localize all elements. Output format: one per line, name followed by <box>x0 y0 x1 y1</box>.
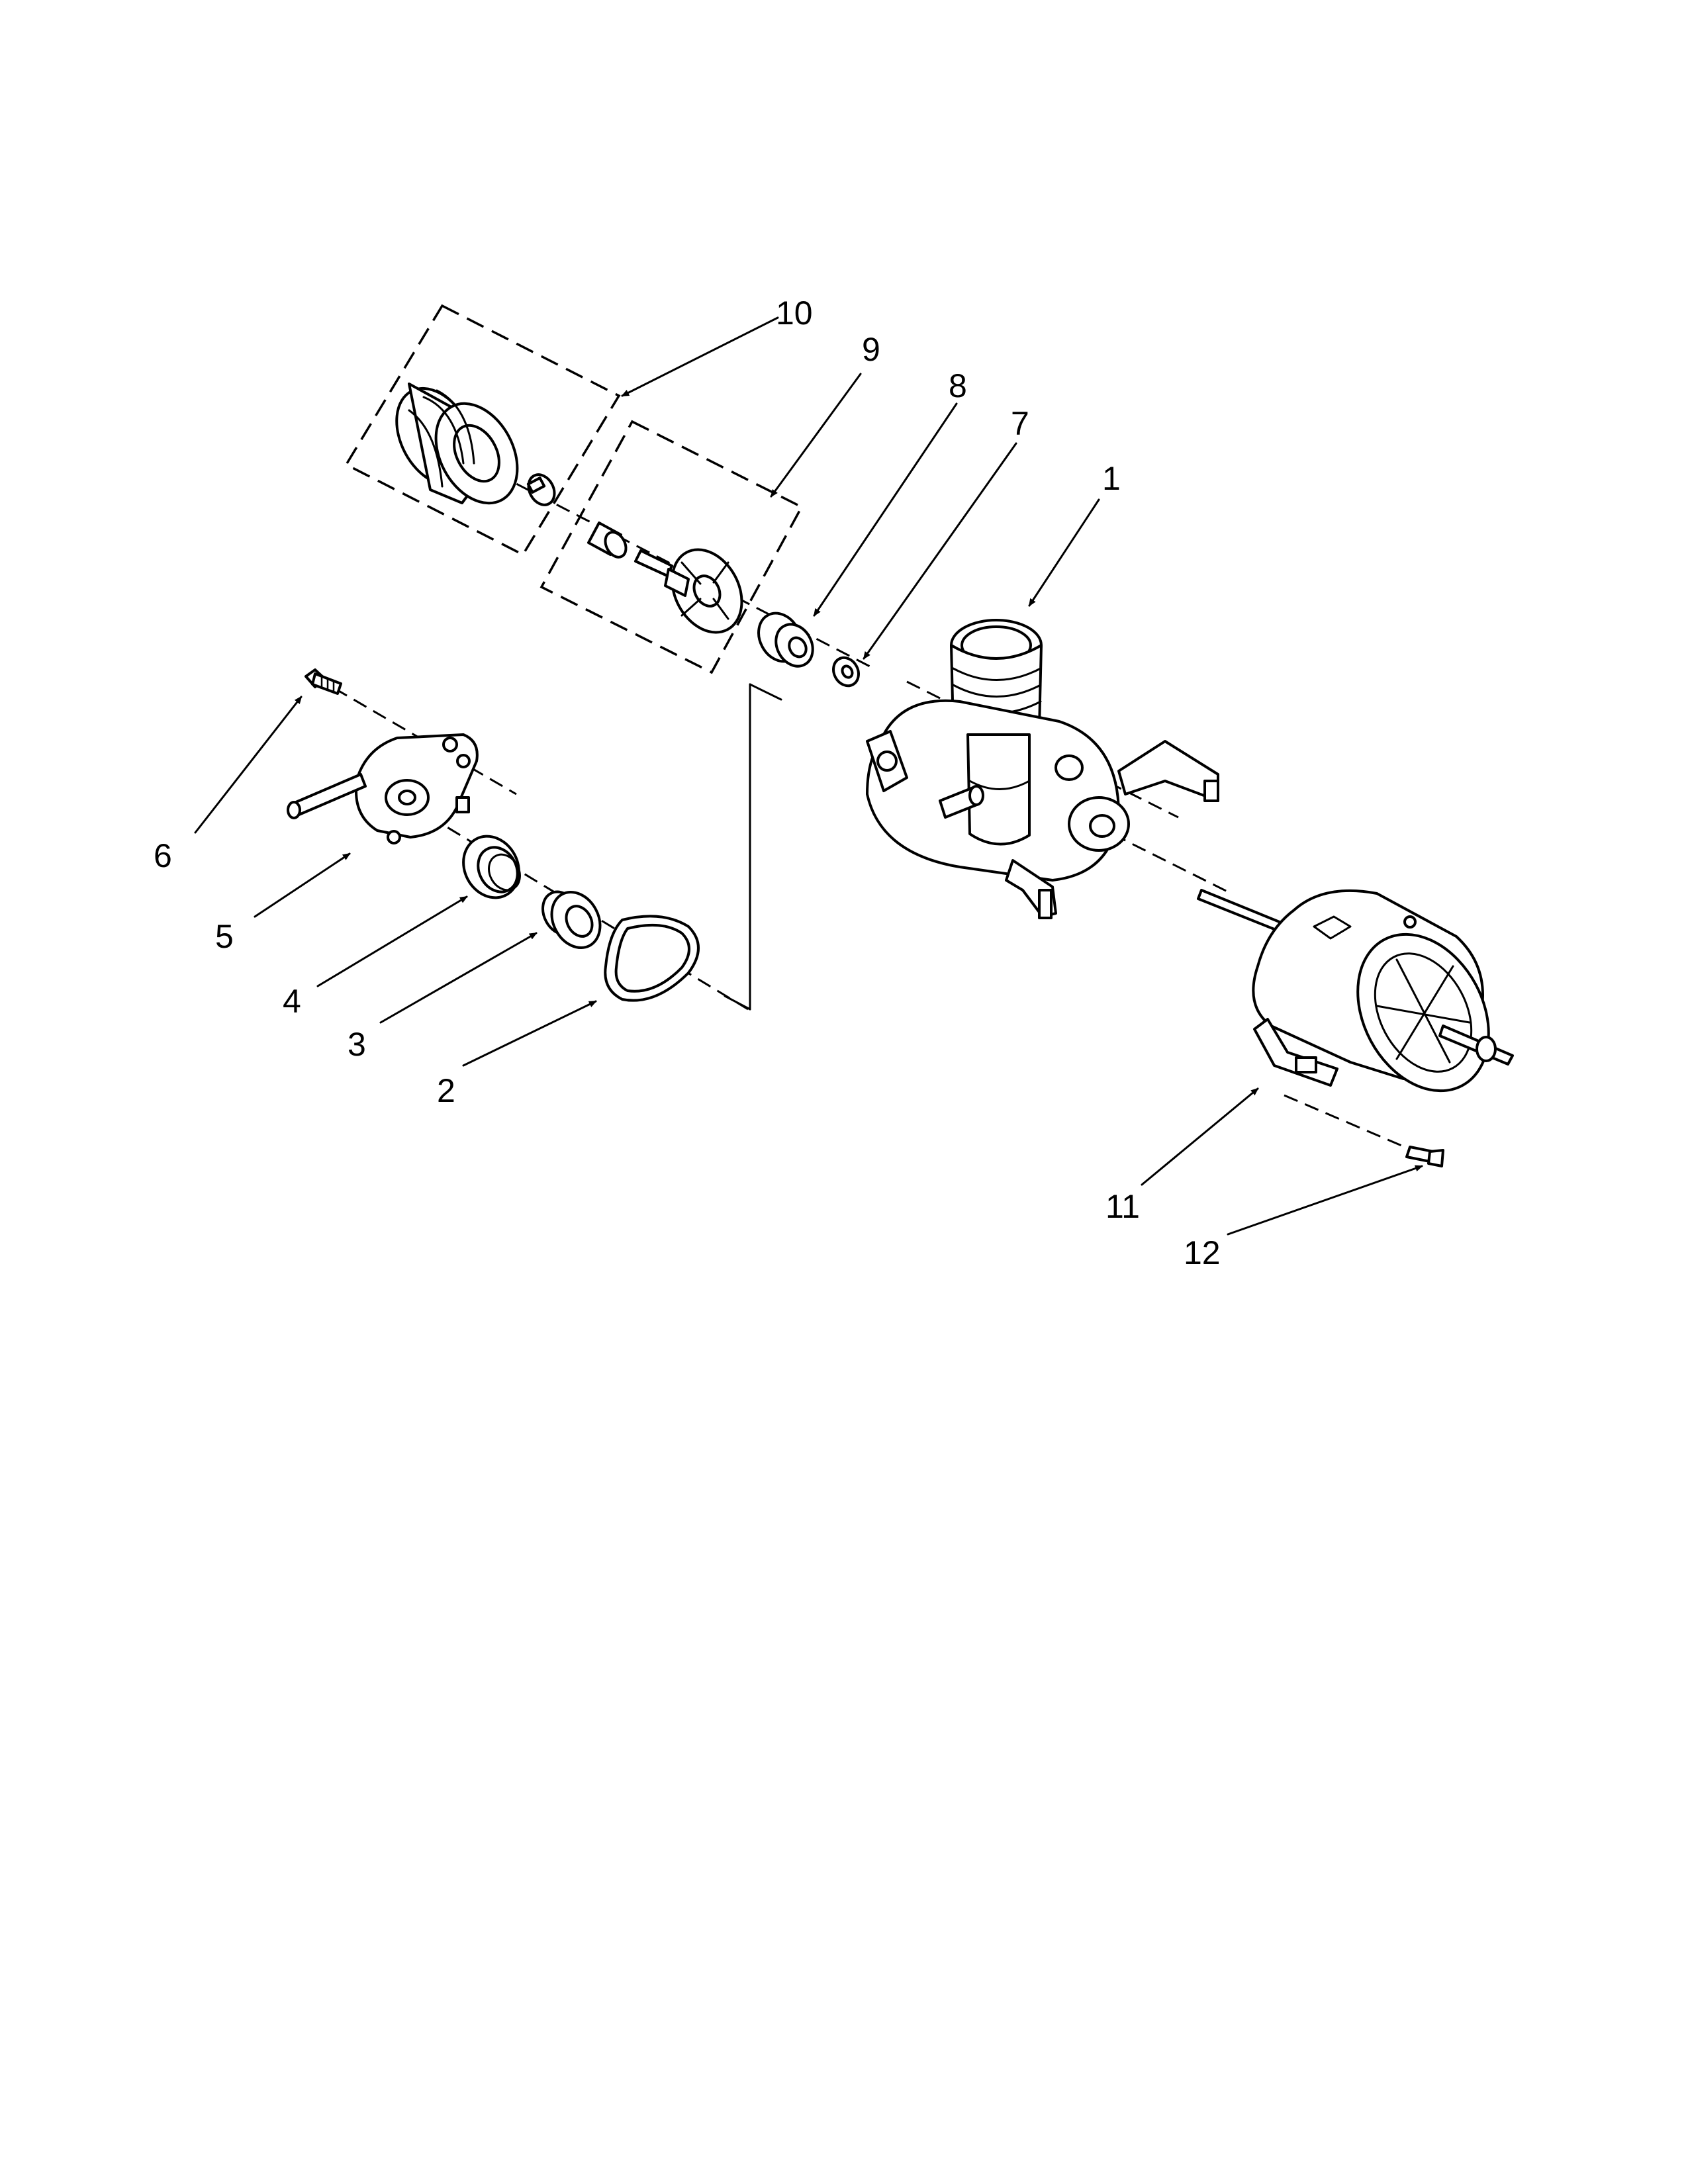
callout-12: 12 <box>1184 1234 1221 1271</box>
callout-4: 4 <box>283 983 301 1020</box>
impeller-kit-dashed-box <box>539 420 804 674</box>
impeller-kit-part <box>587 522 743 634</box>
callout-3: 3 <box>348 1026 366 1063</box>
callout-9: 9 <box>862 331 880 368</box>
pump-cover-part <box>287 733 479 844</box>
callout-1: 1 <box>1102 460 1121 497</box>
callout-6: 6 <box>154 837 172 874</box>
callout-labels: 10 9 8 7 1 6 5 4 3 2 11 12 <box>154 295 1221 1271</box>
motor-part <box>1197 889 1514 1093</box>
callout-11: 11 <box>1105 1188 1140 1225</box>
seal-part <box>462 835 521 899</box>
bearing-part <box>757 612 814 668</box>
seal-kit-part <box>395 383 556 506</box>
callout-5: 5 <box>215 918 234 955</box>
seal-kit-dashed-box <box>344 304 621 557</box>
callout-leaders <box>194 316 1423 1236</box>
callout-10: 10 <box>776 295 813 332</box>
callout-7: 7 <box>1011 405 1029 442</box>
o-ring-gasket-part <box>604 915 700 1002</box>
washer-part <box>832 656 860 688</box>
callout-2: 2 <box>437 1072 455 1109</box>
callout-8: 8 <box>949 367 967 404</box>
mounting-screw-part <box>1405 1146 1444 1167</box>
pump-housing-part <box>866 619 1219 919</box>
screw-part <box>305 668 342 695</box>
grommet-part <box>541 890 602 950</box>
